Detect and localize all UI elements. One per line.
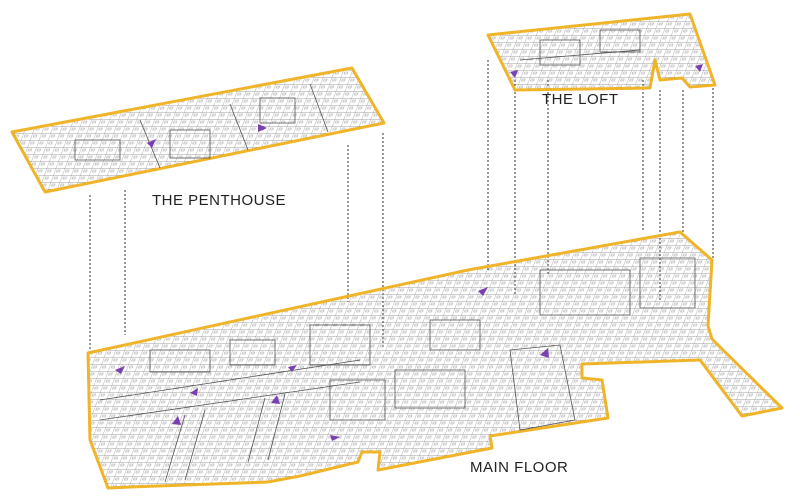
loft-label: THE LOFT	[542, 91, 619, 108]
direction-arrow-icon	[510, 70, 518, 78]
direction-arrow-icon	[190, 388, 198, 396]
direction-arrow-icon	[172, 416, 181, 425]
direction-arrow-icon	[695, 64, 703, 72]
penthouse-floor-plan	[10, 66, 386, 194]
direction-arrow-icon	[271, 395, 280, 404]
main-floor-plan	[86, 230, 784, 490]
penthouse-label: THE PENTHOUSE	[152, 192, 286, 209]
direction-arrow-icon	[478, 287, 488, 296]
main-floor-label: MAIN FLOOR	[470, 459, 568, 476]
direction-arrow-icon	[147, 139, 156, 148]
direction-arrow-icon	[288, 365, 297, 372]
direction-arrow-icon	[330, 435, 340, 441]
direction-arrow-icon	[115, 366, 125, 374]
direction-arrow-icon	[258, 124, 267, 132]
loft-floor-plan	[486, 12, 717, 92]
direction-arrow-icon	[540, 348, 549, 358]
